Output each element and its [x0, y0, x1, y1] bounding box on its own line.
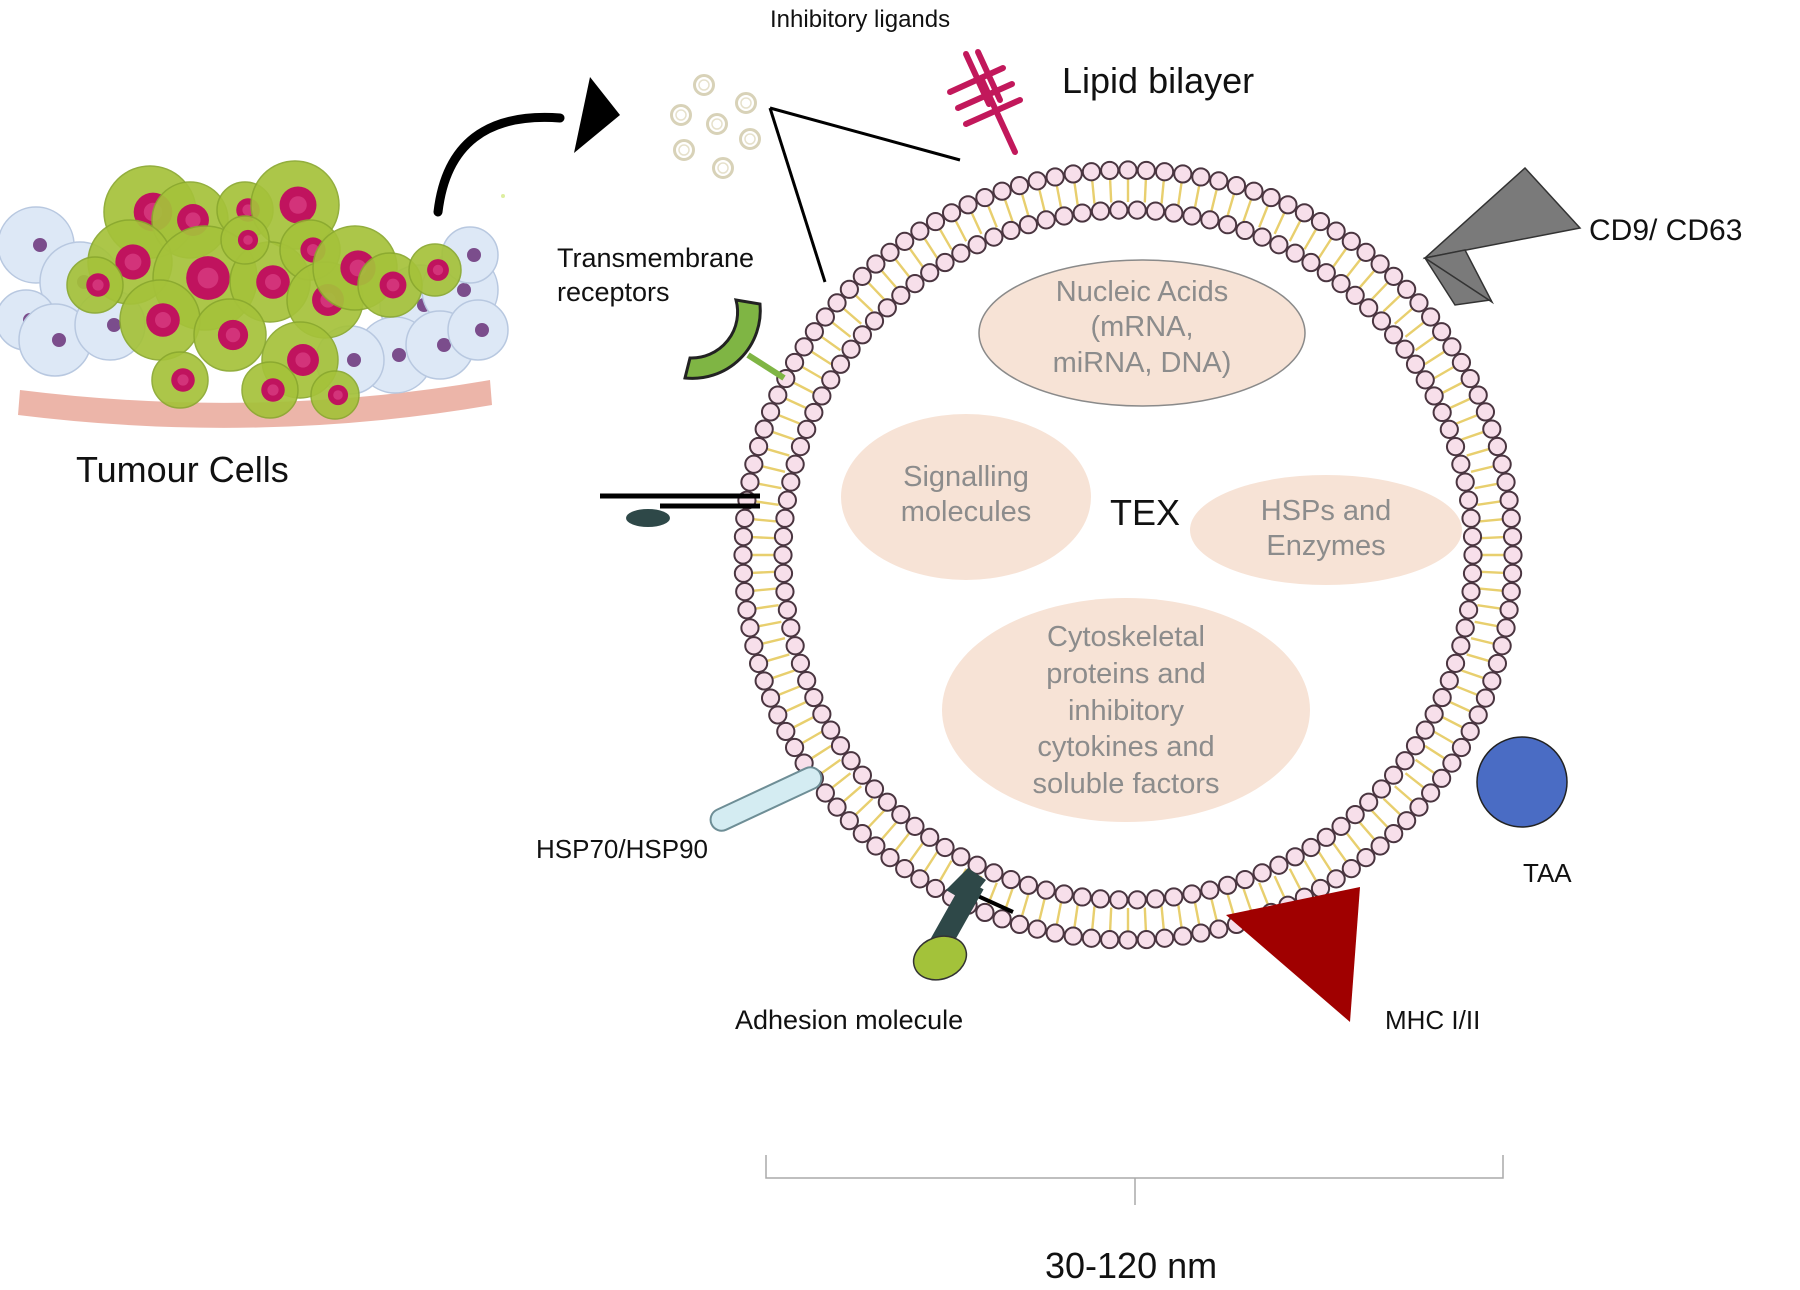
tumour-cells-label: Tumour Cells [76, 449, 289, 490]
nucleic-acids-text: Nucleic Acids (mRNA, miRNA, DNA) [1052, 276, 1232, 379]
mhc-label: MHC I/II [1385, 1005, 1481, 1035]
lipid-heads [733, 160, 1523, 950]
adhesion-molecule-label: Adhesion molecule [735, 1005, 964, 1035]
hsp70-hsp90-label: HSP70/HSP90 [536, 834, 708, 864]
size-bracket [765, 1155, 1504, 1205]
lipid-bilayer-membrane [733, 160, 1523, 950]
signalling-region [841, 414, 1091, 580]
adhesion-molecule-icon [912, 868, 1014, 981]
hsps-enzymes-text: HSPs and Enzymes [1260, 495, 1392, 563]
cd9-cd63-icon [1422, 166, 1582, 306]
nucleic-acids-region [978, 259, 1306, 407]
inhibitory-ligand-icon [947, 49, 1023, 155]
taa-label: TAA [1523, 858, 1572, 888]
tex-label: TEX [1110, 492, 1181, 533]
transmembrane-receptors-label: Transmembrane receptors [557, 243, 755, 307]
size-range-label: 30-120 nm [1045, 1245, 1218, 1286]
ligand-connector-lines [768, 106, 961, 283]
cytoskeletal-region [942, 598, 1310, 822]
mhc-icon [1226, 887, 1360, 1022]
cytoskeletal-proteins-text: Cytoskeletal proteins and inhibitory cyt… [1032, 621, 1220, 801]
hsps-region [1190, 475, 1462, 585]
lipid-bilayer-label: Lipid bilayer [1062, 60, 1255, 101]
inhibitory-ligands-label: Inhibitory ligands [770, 6, 951, 33]
taa-icon [1476, 736, 1568, 828]
cargo-regions [841, 259, 1462, 822]
transmembrane-receptor-icon [683, 298, 786, 381]
tumour-cells-illustration [0, 160, 509, 428]
stalk-receptor-icon [600, 493, 760, 527]
lipid-tails [751, 178, 1505, 932]
curved-arrow-icon [433, 77, 620, 217]
hsp70-hsp90-icon [709, 766, 823, 832]
signalling-molecules-text: Signalling molecules [900, 461, 1032, 529]
cd9-cd63-label: CD9/ CD63 [1589, 214, 1743, 247]
inhibitory-ligand-vesicles [670, 74, 761, 179]
